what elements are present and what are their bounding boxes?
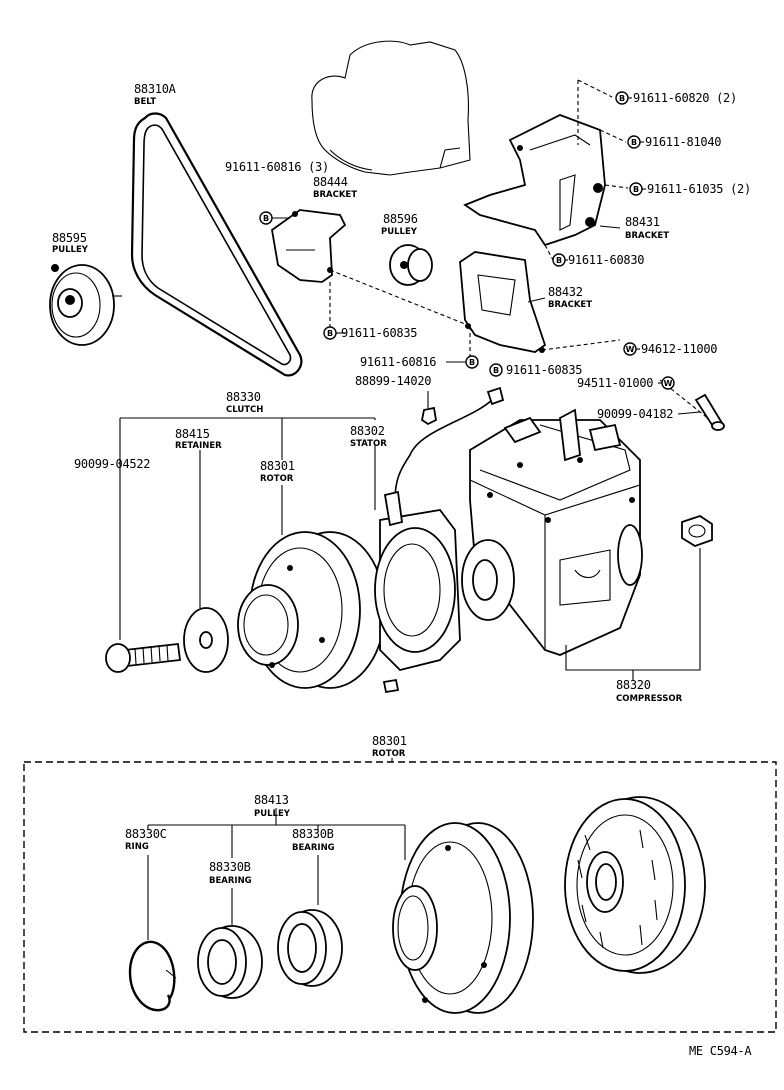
clutch-group-lines — [119, 417, 701, 680]
bolt-90099-04522-number: 90099-04522 — [74, 457, 150, 471]
bolt-60816-3-number: 91611-60816 (3) — [225, 160, 329, 174]
compressor — [461, 408, 643, 656]
retainer-number: 88415 — [175, 427, 210, 441]
pulley-88413 — [392, 822, 534, 1014]
pulley-88413-number: 88413 — [254, 793, 289, 807]
bolt-60835-b-number: 91611-60835 — [506, 363, 582, 377]
ring-number: 88330C — [125, 827, 167, 841]
compressor-number: 88320 — [616, 678, 651, 692]
pulley-88596-number: 88596 — [383, 212, 418, 226]
bearing-2-number: 88330B — [292, 827, 334, 841]
engine-outline — [311, 40, 471, 176]
bolt-symbol: B — [556, 256, 562, 265]
pulley-88596-name: PULLEY — [381, 227, 418, 237]
bolt-60816-b-number: 91611-60816 — [360, 355, 436, 369]
pulley-88413-name: PULLEY — [254, 809, 291, 819]
pulley-88596 — [389, 244, 433, 286]
belt — [130, 112, 303, 377]
bracket-88432 — [459, 251, 547, 353]
washer-94612-number: 94612-11000 — [641, 342, 717, 356]
washer-symbol: W — [626, 345, 635, 354]
bearing-1-number: 88330B — [209, 860, 251, 874]
bolt-81040-number: 91611-81040 — [645, 135, 721, 149]
bracket-88432-number: 88432 — [548, 285, 583, 299]
bracket-88431 — [463, 114, 606, 247]
belt-number: 88310A — [134, 82, 177, 96]
bolt-90099-04182-number: 90099-04182 — [597, 407, 673, 421]
bolt-90099-04522 — [105, 643, 182, 673]
rotor-top-name: ROTOR — [260, 474, 294, 484]
symbols: B B B B B B B B W W — [259, 91, 675, 390]
ring-88330c — [128, 940, 177, 1012]
stator-wire — [394, 386, 505, 501]
bolt-symbol: B — [327, 329, 333, 338]
ring-name: RING — [125, 842, 149, 852]
label-leaders — [272, 97, 701, 415]
bearing-1 — [197, 925, 263, 999]
bearing-2 — [277, 909, 343, 987]
compressor-name: COMPRESSOR — [616, 694, 683, 704]
pulley-left-number: 88595 — [52, 231, 87, 245]
bracket-88444-name: BRACKET — [313, 190, 357, 200]
rotor-detail-name: ROTOR — [372, 749, 406, 759]
rotor-top-number: 88301 — [260, 459, 295, 473]
bolt-60820-2-number: 91611-60820 (2) — [633, 91, 737, 105]
belt-name: BELT — [134, 97, 156, 107]
bearing-2-name: BEARING — [292, 843, 335, 853]
clip-88899 — [420, 406, 437, 426]
bolt-61035-2-number: 91611-61035 (2) — [647, 182, 751, 196]
rotor-detail-number: 88301 — [372, 734, 407, 748]
stator-number: 88302 — [350, 424, 385, 438]
pulley-left — [49, 264, 122, 346]
clip-88899-number: 88899-14020 — [355, 374, 431, 388]
washer-symbol: W — [664, 379, 673, 388]
bolt-60830-number: 91611-60830 — [568, 253, 644, 267]
bolt-90099-04182 — [694, 393, 725, 431]
bolt-symbol: B — [263, 214, 269, 223]
bolt-symbol: B — [619, 94, 625, 103]
bolt-symbol: B — [631, 138, 637, 147]
detail-box — [23, 758, 777, 1033]
bolt-symbol: B — [493, 366, 499, 375]
bolt-60835-a-number: 91611-60835 — [341, 326, 417, 340]
diagram-code: ME C594-A — [689, 1044, 752, 1058]
bracket-88444 — [271, 209, 347, 283]
clutch-number: 88330 — [226, 390, 261, 404]
retainer-name: RETAINER — [175, 441, 222, 451]
clutch-name: CLUTCH — [226, 405, 263, 415]
rotor-face — [564, 796, 706, 974]
stator-88302 — [374, 490, 461, 694]
bracket-88431-name: BRACKET — [625, 231, 669, 241]
pulley-left-name: PULLEY — [52, 245, 89, 255]
nut-right — [681, 515, 713, 547]
bracket-88432-name: BRACKET — [548, 300, 592, 310]
bolt-symbol: B — [469, 358, 475, 367]
bearing-1-name: BEARING — [209, 876, 252, 886]
bracket-88444-number: 88444 — [313, 175, 348, 189]
stator-name: STATOR — [350, 439, 387, 449]
bracket-88431-number: 88431 — [625, 215, 660, 229]
bolt-symbol: B — [633, 185, 639, 194]
labels: 88310A BELT 88595 PULLEY 91611-60816 (3)… — [52, 82, 753, 1058]
rotor-88301 — [237, 531, 386, 689]
retainer-88415 — [183, 607, 229, 673]
washer-94511-number: 94511-01000 — [577, 376, 653, 390]
